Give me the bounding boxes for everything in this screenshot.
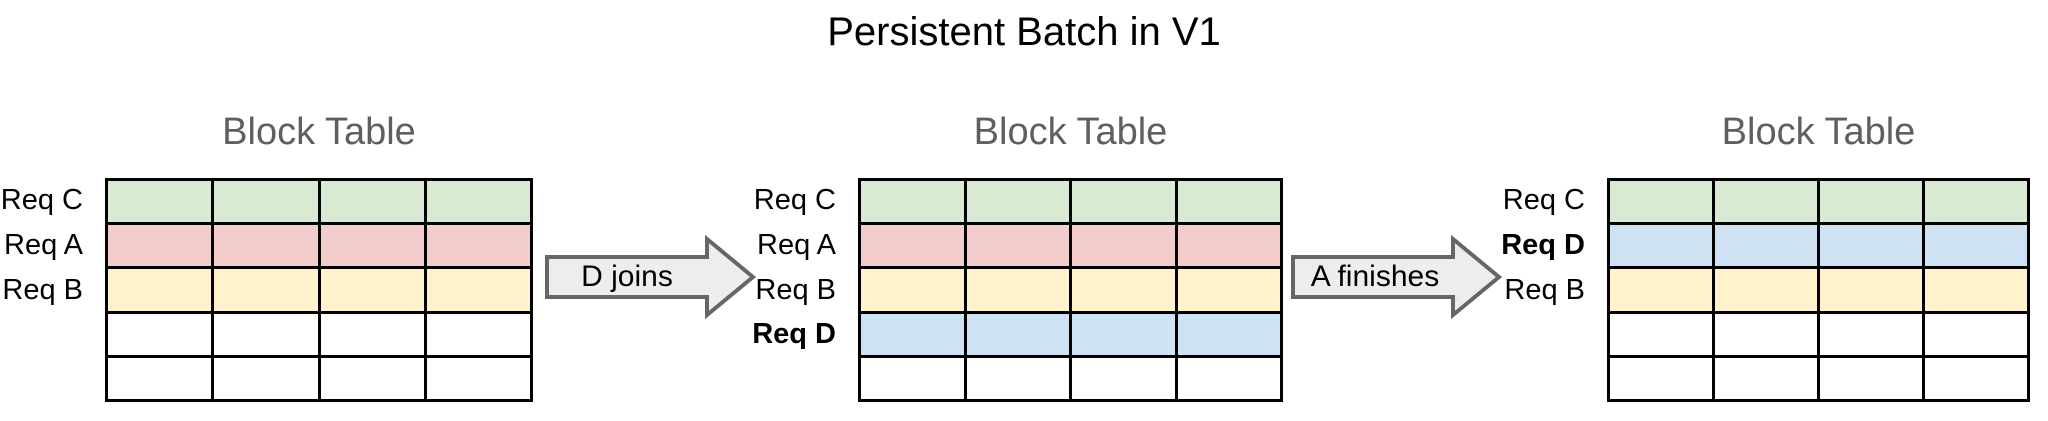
block-cell: [1174, 225, 1281, 267]
table-row-empty: [108, 310, 530, 355]
block-cell: [861, 358, 964, 399]
table-row-empty: [108, 354, 530, 400]
block-cell: [963, 181, 1070, 223]
row-label-req-d: Req D: [752, 318, 836, 350]
block-cell: [1174, 181, 1281, 223]
block-cell: [1069, 269, 1175, 311]
block-cell: [1069, 313, 1175, 355]
block-cell: [1922, 357, 2027, 400]
row-label-req-c: Req C: [753, 184, 836, 216]
block-cell: [108, 225, 211, 266]
table-row-req-d: [1610, 222, 2027, 267]
table-row-empty: [1610, 354, 2027, 400]
block-cell: [423, 313, 530, 355]
block-cell: [861, 269, 964, 310]
block-cell: [1817, 181, 1922, 223]
block-cell: [211, 269, 317, 311]
block-cell: [1712, 269, 1817, 311]
table-row-empty: [1610, 310, 2027, 355]
block-cell: [108, 314, 211, 355]
block-cell: [1610, 225, 1712, 266]
block-cell: [211, 313, 317, 355]
block-cell: [211, 225, 317, 267]
block-cell: [1174, 313, 1281, 355]
block-cell: [1610, 269, 1712, 310]
block-cell: [423, 269, 530, 311]
block-cell: [317, 181, 424, 223]
block-cell: [108, 358, 211, 399]
block-cell: [1712, 313, 1817, 355]
block-cell: [1610, 314, 1712, 355]
block-table-3: [1607, 178, 2030, 402]
row-label-req-c: Req C: [0, 184, 83, 216]
d-joins-arrow: [545, 234, 757, 320]
row-label-req-a: Req A: [4, 229, 83, 261]
block-cell: [1922, 225, 2027, 267]
block-table-1: [105, 178, 533, 402]
d-joins-arrow-label: D joins: [581, 260, 673, 293]
row-label-req-d: Req D: [1501, 229, 1585, 261]
row-label-req-b: Req B: [2, 274, 83, 306]
block-table-title-1: Block Table: [222, 111, 416, 153]
block-cell: [1610, 181, 1712, 222]
diagram-title: Persistent Batch in V1: [827, 10, 1221, 54]
a-finishes-arrow: [1291, 234, 1503, 320]
row-label-req-b: Req B: [1504, 274, 1585, 306]
block-cell: [1922, 269, 2027, 311]
table-row-req-a: [108, 222, 530, 267]
block-cell: [1922, 181, 2027, 223]
table-row-req-b: [1610, 266, 2027, 311]
block-cell: [1610, 358, 1712, 399]
block-cell: [1817, 313, 1922, 355]
block-cell: [1174, 357, 1281, 400]
block-cell: [1712, 225, 1817, 267]
block-cell: [108, 181, 211, 222]
block-cell: [963, 357, 1070, 400]
block-cell: [211, 181, 317, 223]
block-cell: [1712, 357, 1817, 400]
block-cell: [963, 313, 1070, 355]
block-cell: [1922, 313, 2027, 355]
table-row-req-b: [861, 266, 1281, 311]
block-cell: [963, 269, 1070, 311]
block-cell: [317, 313, 424, 355]
block-cell: [1712, 181, 1817, 223]
block-cell: [317, 269, 424, 311]
block-table-title-2: Block Table: [973, 111, 1168, 153]
block-cell: [1069, 181, 1175, 223]
table-row-req-a: [861, 222, 1281, 267]
table-row-empty: [861, 354, 1281, 400]
table-row-req-c: [861, 181, 1281, 223]
block-cell: [317, 225, 424, 267]
row-label-req-a: Req A: [757, 229, 836, 261]
block-cell: [861, 181, 964, 222]
table-row-req-c: [108, 181, 530, 223]
block-cell: [963, 225, 1070, 267]
table-row-req-d: [861, 310, 1281, 355]
block-cell: [1174, 269, 1281, 311]
row-label-req-c: Req C: [1502, 184, 1585, 216]
block-cell: [108, 269, 211, 310]
block-cell: [423, 225, 530, 267]
block-cell: [861, 225, 964, 266]
row-label-req-b: Req B: [755, 274, 836, 306]
block-cell: [1817, 357, 1922, 400]
table-row-req-c: [1610, 181, 2027, 223]
block-cell: [317, 357, 424, 400]
block-cell: [1817, 269, 1922, 311]
block-cell: [861, 314, 964, 355]
a-finishes-arrow-label: A finishes: [1310, 260, 1440, 293]
block-cell: [1069, 225, 1175, 267]
table-row-req-b: [108, 266, 530, 311]
block-cell: [211, 357, 317, 400]
block-cell: [423, 181, 530, 223]
block-cell: [423, 357, 530, 400]
block-table-title-3: Block Table: [1721, 111, 1916, 153]
block-table-2: [858, 178, 1283, 402]
block-cell: [1069, 357, 1175, 400]
block-cell: [1817, 225, 1922, 267]
